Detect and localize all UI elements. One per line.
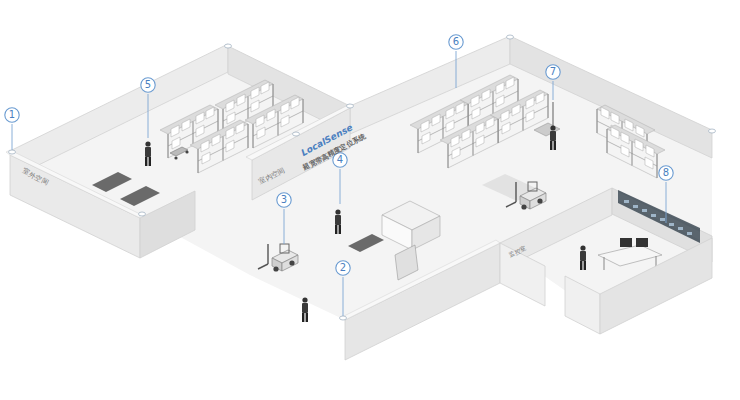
- callout-number: 5: [140, 77, 156, 93]
- callout-ring: [546, 65, 560, 79]
- callout-ring: [277, 193, 291, 207]
- callout-text: 2: [340, 263, 346, 273]
- callout-number: 6: [448, 34, 464, 50]
- callout-number: 8: [658, 165, 674, 181]
- callout-number: 7: [545, 64, 561, 80]
- callout-text: 6: [453, 37, 459, 47]
- callout-text: 1: [9, 110, 15, 120]
- leader-lines: [12, 51, 666, 316]
- callout-number: 1: [4, 107, 20, 123]
- callout-text: 3: [281, 195, 287, 205]
- callout-text: 5: [145, 80, 151, 90]
- callout-ring: [141, 78, 155, 92]
- callout-number: 3: [276, 192, 292, 208]
- callout-ring: [449, 35, 463, 49]
- callout-ring: [659, 166, 673, 180]
- callout-text: 4: [337, 155, 343, 165]
- callout-ring: [336, 261, 350, 275]
- callout-text: 7: [550, 67, 556, 77]
- callout-text: 8: [663, 168, 669, 178]
- callout-number: 2: [335, 260, 351, 276]
- callout-ring: [5, 108, 19, 122]
